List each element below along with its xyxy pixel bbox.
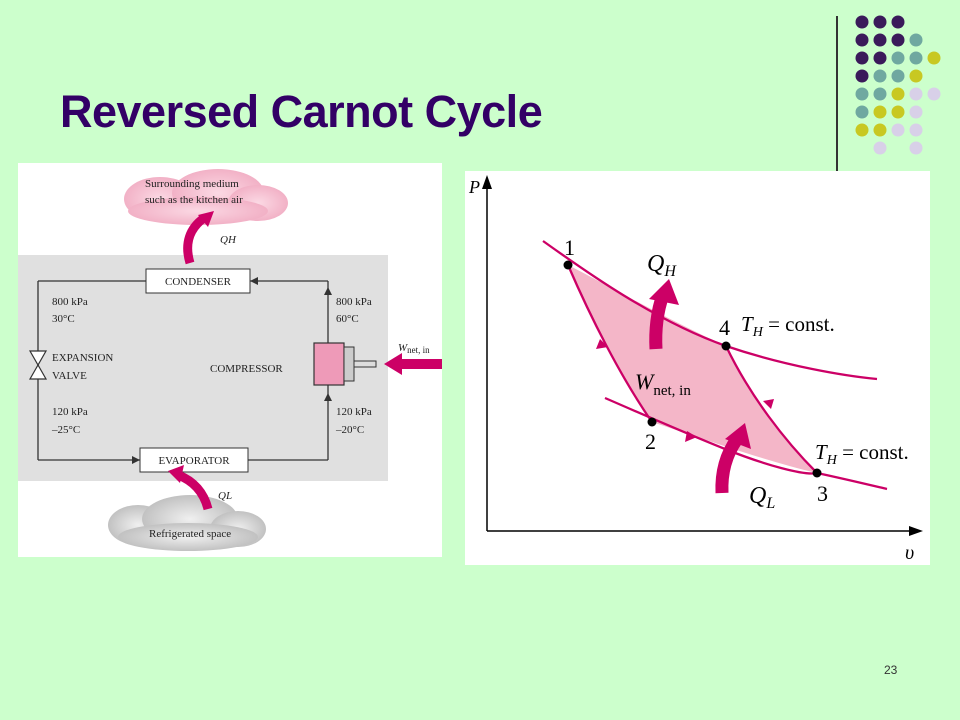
point-4-label: 4 bbox=[719, 315, 730, 340]
evaporator-label: EVAPORATOR bbox=[158, 455, 230, 467]
qh-arrow bbox=[649, 292, 670, 350]
slide-number: 23 bbox=[884, 663, 898, 677]
state-top-left-temp: 30°C bbox=[52, 313, 75, 325]
point-3-label: 3 bbox=[817, 481, 828, 506]
state-point-2 bbox=[647, 417, 657, 427]
cycle-area bbox=[568, 265, 817, 473]
state-bottom-right-temp: –20°C bbox=[335, 424, 364, 436]
compressor-cylinder-icon bbox=[313, 342, 377, 386]
expansion-label-1: EXPANSION bbox=[52, 352, 113, 364]
point-1-label: 1 bbox=[564, 235, 575, 260]
expansion-label-2: VALVE bbox=[52, 370, 87, 382]
decorative-vertical-line bbox=[836, 16, 838, 172]
state-top-left-pressure: 800 kPa bbox=[52, 296, 88, 308]
condenser-label: CONDENSER bbox=[165, 276, 232, 288]
wnet-label: Wnet, in bbox=[635, 369, 691, 399]
adiabat-right bbox=[724, 345, 818, 474]
point-2-label: 2 bbox=[645, 429, 656, 454]
isotherm-top-label: TH = const. bbox=[741, 312, 835, 340]
ql-arrow bbox=[715, 435, 743, 494]
ql-label: QL bbox=[218, 490, 232, 502]
qh-label: QH bbox=[220, 234, 237, 246]
surrounding-label-1: Surrounding medium bbox=[145, 178, 239, 190]
qh-label: QH bbox=[647, 251, 677, 280]
state-bottom-right-pressure: 120 kPa bbox=[336, 406, 372, 418]
pv-diagram: P υ 1 2 3 4 QH QL Wnet, in bbox=[465, 171, 930, 565]
slide-title: Reversed Carnot Cycle bbox=[60, 86, 543, 137]
refrigerator-schematic: Surrounding medium such as the kitchen a… bbox=[18, 163, 442, 557]
surrounding-medium-cloud bbox=[124, 169, 288, 225]
state-top-right-temp: 60°C bbox=[336, 313, 359, 325]
isotherm-bottom-label: TH = const. bbox=[815, 440, 909, 468]
expansion-valve-icon bbox=[28, 350, 48, 380]
state-point-3 bbox=[812, 468, 822, 478]
surrounding-label-2: such as the kitchen air bbox=[145, 194, 243, 206]
ql-label: QL bbox=[749, 483, 775, 512]
decorative-dot-grid bbox=[855, 15, 941, 155]
refrigerated-space-cloud bbox=[108, 495, 266, 551]
state-point-4 bbox=[721, 341, 731, 351]
compressor-label: COMPRESSOR bbox=[210, 363, 283, 375]
state-point-1 bbox=[563, 260, 573, 270]
wnet-label: Wnet, in bbox=[398, 342, 430, 355]
refrigerated-space-label: Refrigerated space bbox=[149, 528, 231, 540]
state-top-right-pressure: 800 kPa bbox=[336, 296, 372, 308]
x-axis-label: υ bbox=[905, 542, 914, 564]
state-bottom-left-temp: –25°C bbox=[51, 424, 80, 436]
y-axis-label: P bbox=[468, 177, 480, 197]
state-bottom-left-pressure: 120 kPa bbox=[52, 406, 88, 418]
